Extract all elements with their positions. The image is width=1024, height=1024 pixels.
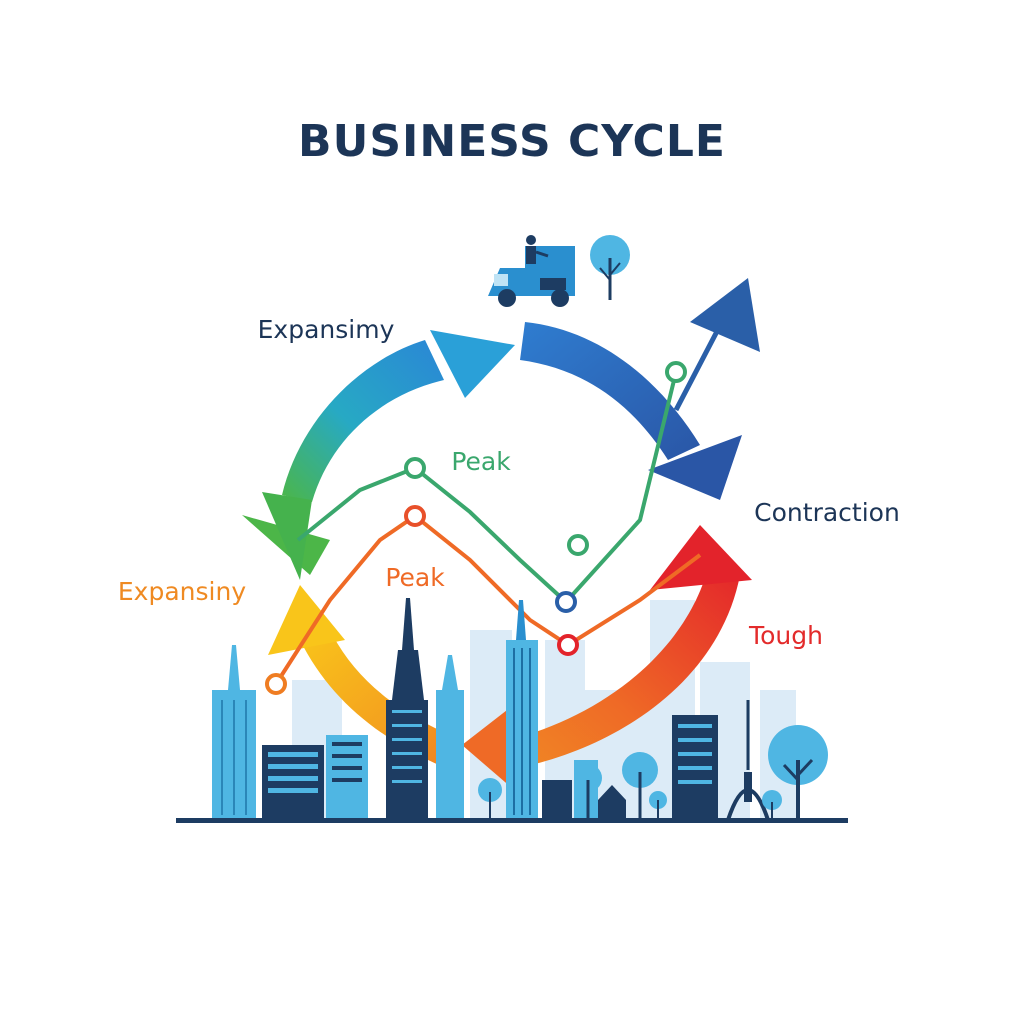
orange-peak-point	[404, 505, 426, 527]
growth-arrow-head	[690, 278, 760, 352]
green-peak-point	[404, 457, 426, 479]
green-top-point	[665, 361, 687, 383]
delivery-truck-icon	[488, 235, 575, 307]
contraction-arrow-head	[648, 435, 742, 500]
label-peak-green: Peak	[451, 447, 511, 476]
city-skyline-icon	[176, 598, 848, 823]
label-peak-orange: Peak	[385, 563, 445, 592]
top-tree-icon	[590, 235, 630, 300]
label-expansion-top: Expansimy	[258, 315, 395, 344]
red-trough-point	[557, 634, 579, 656]
recovery-arrow-head	[268, 585, 345, 655]
orange-start-point	[265, 673, 287, 695]
expansion-arrow-head-top	[430, 330, 515, 398]
green-trough-point	[567, 534, 589, 556]
blue-trough-point	[555, 591, 577, 613]
label-trough: Tough	[748, 621, 823, 650]
tree-icon	[478, 725, 828, 820]
orange-cycle-line	[265, 505, 702, 695]
label-expansion-left: Expansiny	[118, 577, 246, 606]
label-contraction: Contraction	[754, 498, 900, 527]
contraction-arc-arrow	[520, 322, 700, 460]
green-cycle-line	[296, 361, 687, 613]
expansion-arc-arrow	[282, 340, 444, 502]
trough-arrow-head-left	[462, 700, 520, 795]
page-title: BUSINESS CYCLE	[298, 116, 726, 167]
cycle-arrows	[242, 278, 760, 795]
